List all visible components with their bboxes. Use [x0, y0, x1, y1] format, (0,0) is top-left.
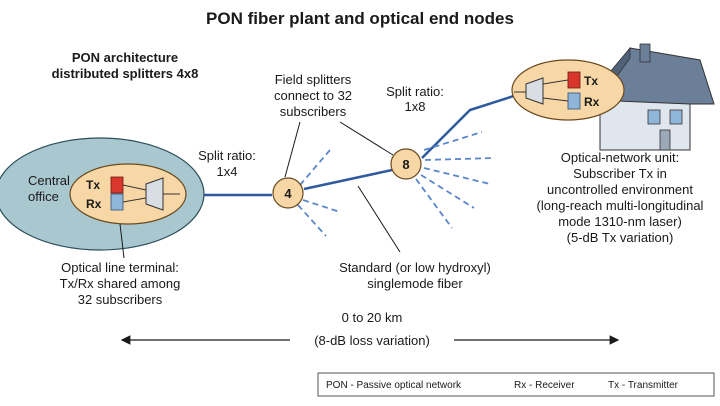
architecture-label-line1: PON architecture: [72, 50, 178, 65]
fiber-caption-line2: singlemode fiber: [367, 276, 463, 291]
olt-leader-line: [119, 223, 125, 259]
field-splitters-line2: connect to 32: [274, 88, 352, 103]
onu-caption-line5: mode 1310-nm laser): [558, 214, 682, 229]
onu-coupler-icon: [525, 77, 544, 105]
olt-rx-label: Rx: [86, 197, 102, 211]
onu-tx-label: Tx: [584, 74, 598, 88]
splitter-1x4-value: 4: [284, 186, 292, 201]
architecture-label-line2: distributed splitters 4x8: [52, 66, 199, 81]
splitter-1x8: 8: [390, 148, 422, 180]
onu-caption-line2: Subscriber Tx in: [573, 166, 667, 181]
field-splitters-line3: subscribers: [280, 104, 347, 119]
fiber-trunk: [178, 92, 521, 197]
olt-caption-line1: Optical line terminal:: [61, 260, 179, 275]
legend-rx: Rx - Receiver: [514, 380, 575, 391]
distance-label-line1: 0 to 20 km: [342, 310, 403, 325]
split-ratio-1x4-line1: Split ratio:: [198, 148, 256, 163]
splitter-1x8-value: 8: [402, 157, 409, 172]
field-splitters-leader-8: [339, 121, 394, 156]
dashed-drops-splitter-4: [297, 149, 341, 237]
onu-rx-label: Rx: [584, 95, 600, 109]
distance-label-line2: (8-dB loss variation): [314, 333, 430, 348]
splitter-1x4: 4: [272, 177, 304, 209]
olt-caption-line3: 32 subscribers: [78, 292, 163, 307]
dashed-drops-splitter-8: [415, 131, 495, 229]
legend-tx: Tx - Transmitter: [608, 380, 679, 391]
legend-box: PON - Passive optical network Rx - Recei…: [317, 372, 715, 397]
olt-tx-label: Tx: [86, 178, 100, 192]
onu-tx-block: [567, 71, 581, 89]
onu-caption-line4: (long-reach multi-longitudinal: [537, 198, 704, 213]
field-splitters-leader-4: [284, 121, 301, 178]
field-splitters-line1: Field splitters: [275, 72, 352, 87]
olt-caption-line2: Tx/Rx shared among: [60, 276, 181, 291]
optical-line-terminal: Tx Rx: [69, 163, 187, 225]
central-office-label-line1: Central: [28, 173, 70, 188]
onu-caption-line6: (5-dB Tx variation): [567, 230, 674, 245]
central-office-label-line2: office: [28, 189, 59, 204]
onu-caption-line3: uncontrolled environment: [547, 182, 693, 197]
onu-caption-line1: Optical-network unit:: [561, 150, 680, 165]
olt-coupler-icon: [145, 177, 164, 211]
olt-rx-block: [110, 193, 124, 211]
split-ratio-1x4-line2: 1x4: [217, 164, 238, 179]
legend-pon: PON - Passive optical network: [326, 380, 462, 391]
fiber-leader-line: [357, 185, 401, 253]
fiber-caption-line1: Standard (or low hydroxyl): [339, 260, 491, 275]
optical-network-unit: Tx Rx: [511, 59, 625, 121]
olt-tx-block: [110, 176, 124, 194]
split-ratio-1x8-line2: 1x8: [405, 99, 426, 114]
split-ratio-1x8-line1: Split ratio:: [386, 84, 444, 99]
diagram-title: PON fiber plant and optical end nodes: [206, 9, 514, 28]
onu-rx-block: [567, 92, 581, 110]
